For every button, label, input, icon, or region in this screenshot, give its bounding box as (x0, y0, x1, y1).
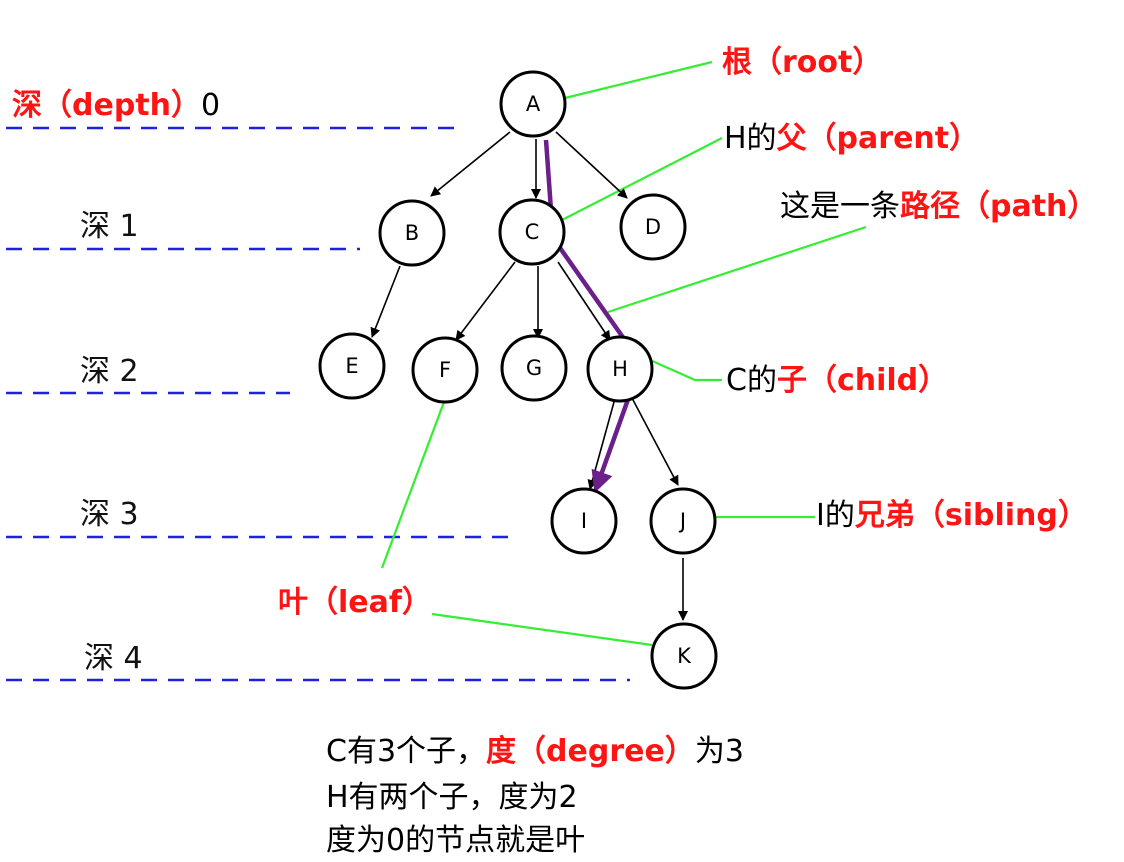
degree-note-line-3: 度为0的节点就是叶 (326, 823, 585, 858)
node-g: G (500, 334, 568, 402)
leaf-k-leader (431, 612, 653, 647)
edge-h-j (631, 397, 679, 486)
node-h: H (586, 335, 654, 403)
node-a: A (499, 70, 567, 138)
node-g-label: G (526, 356, 542, 380)
edge-c-f (455, 261, 516, 341)
node-i: I (550, 487, 618, 555)
node-e: E (318, 332, 386, 400)
child-leader (649, 358, 722, 382)
node-j-label: J (678, 509, 686, 533)
path-a-to-i (543, 139, 644, 494)
path-annotation: 这是一条路径（path） (780, 189, 1097, 224)
parent-annotation: H的父（parent） (724, 121, 979, 156)
node-d: D (619, 193, 687, 261)
parent-leader (561, 137, 723, 221)
edge-b-e (370, 265, 401, 338)
node-f: F (411, 336, 479, 404)
sibling-annotation: I的兄弟（sibling） (816, 498, 1088, 533)
node-d-label: D (645, 215, 661, 239)
leaf-f-leader (380, 401, 446, 569)
depth-4-label: 深 4 (84, 641, 143, 676)
depth-1-label: 深 1 (80, 209, 139, 244)
depth-lines (6, 126, 630, 682)
leaf-annotation: 叶（leaf） (278, 585, 432, 620)
depth-3-label: 深 3 (80, 497, 139, 532)
root-annotation: 根（root） (722, 45, 882, 80)
node-b-label: B (405, 221, 419, 245)
node-c-label: C (525, 220, 540, 244)
edge-a-b (430, 131, 511, 197)
node-k-label: K (677, 644, 692, 668)
edge-a-d (555, 131, 628, 199)
degree-note-line-1: C有3个子，度（degree）为3 (326, 734, 744, 769)
depth-2-label: 深 2 (80, 354, 139, 389)
node-i-label: I (581, 509, 587, 533)
tree-nodes: A B C D E F G H I J K (318, 70, 718, 690)
node-f-label: F (439, 358, 451, 382)
leader-lines (380, 60, 867, 647)
node-a-label: A (526, 92, 541, 116)
node-j: J (649, 487, 717, 555)
node-c: C (498, 198, 566, 266)
edge-c-h (557, 261, 611, 341)
degree-note-line-2: H有两个子，度为2 (326, 780, 578, 815)
depth-0-label: 深（depth）0 (12, 88, 220, 123)
node-e-label: E (345, 354, 358, 378)
node-b: B (378, 199, 446, 267)
node-k: K (650, 622, 718, 690)
root-leader (564, 60, 713, 100)
node-h-label: H (612, 357, 628, 381)
path-leader (607, 225, 867, 314)
child-annotation: C的子（child） (726, 363, 948, 398)
